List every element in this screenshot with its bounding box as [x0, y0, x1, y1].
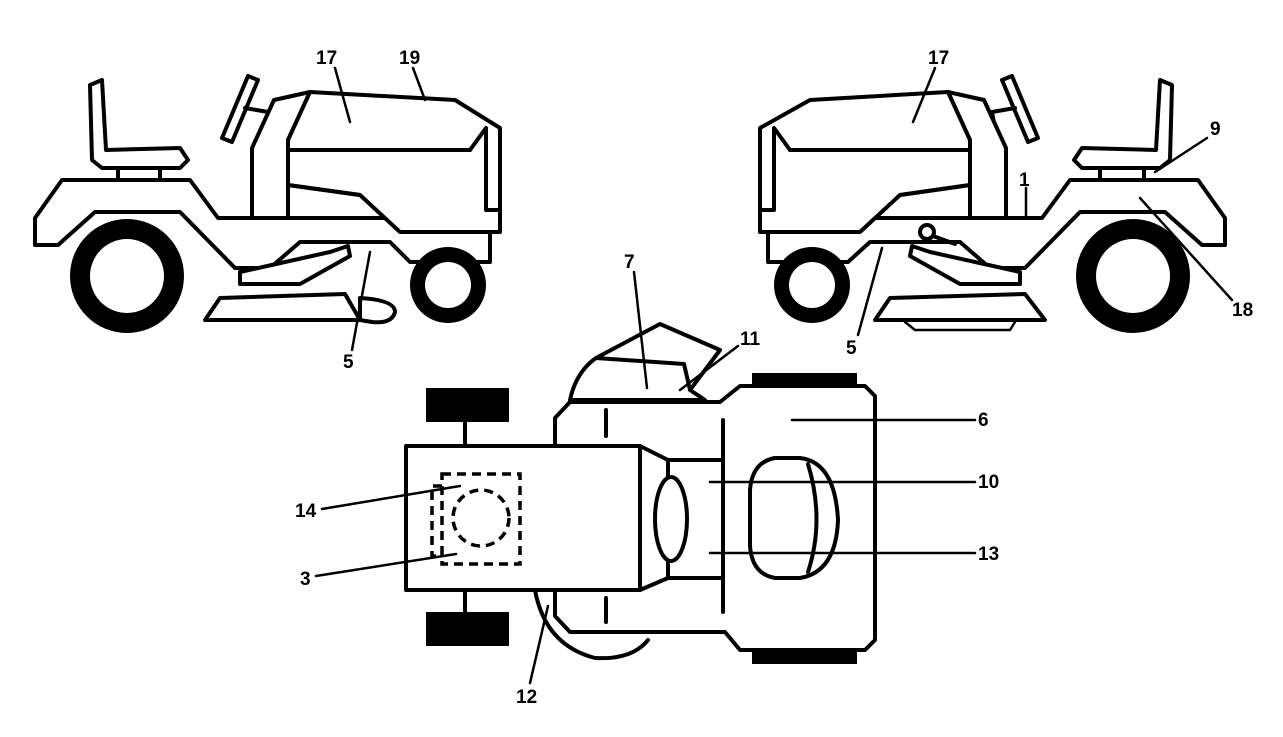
callout-top-3: 3 [300, 569, 311, 590]
right-lever-knob [918, 223, 936, 241]
top-rear-wheel-lower [426, 612, 509, 646]
callout-top-14: 14 [295, 501, 317, 522]
leader-lines [314, 66, 1234, 685]
callout-top-13: 13 [978, 544, 999, 565]
top-rear-wheel-upper [426, 388, 509, 422]
top-front-wheel-upper [752, 373, 857, 387]
callout-left-19: 19 [399, 48, 420, 69]
top-front-wheel-lower [752, 650, 857, 664]
callout-top-12: 12 [516, 687, 537, 708]
left-hood [286, 90, 502, 234]
right-pedal [908, 244, 1022, 286]
callout-right-9: 9 [1210, 119, 1221, 140]
left-steering-wheel [220, 74, 260, 144]
top-steering-wheel [653, 475, 689, 563]
right-hood [758, 90, 972, 234]
right-side-view-tractor [758, 74, 1227, 333]
callout-top-11: 11 [740, 329, 761, 350]
callout-right-1: 1 [1019, 170, 1030, 191]
left-side-view-tractor [33, 74, 502, 333]
right-mower-deck [873, 292, 1047, 322]
callout-right-17: 17 [928, 48, 949, 69]
callout-top-7: 7 [624, 252, 635, 273]
right-rear-fender [766, 178, 1227, 270]
callout-right-18: 18 [1232, 300, 1253, 321]
callout-right-5: 5 [846, 338, 857, 359]
left-rear-fender [33, 178, 492, 270]
left-pedal [238, 244, 352, 286]
callout-left-5: 5 [343, 352, 354, 373]
right-seat [1072, 78, 1174, 170]
callout-top-6: 6 [978, 410, 989, 431]
left-seat [88, 78, 190, 170]
callout-top-10: 10 [978, 472, 999, 493]
top-view-tractor [404, 322, 877, 664]
callout-labels: 17 19 5 17 9 1 18 5 7 11 6 10 13 14 3 12 [295, 48, 1253, 708]
top-seat-outline [440, 472, 522, 566]
top-hood [748, 456, 840, 580]
right-steering-wheel [1000, 74, 1040, 144]
callout-left-17: 17 [316, 48, 337, 69]
left-mower-deck [203, 292, 362, 322]
